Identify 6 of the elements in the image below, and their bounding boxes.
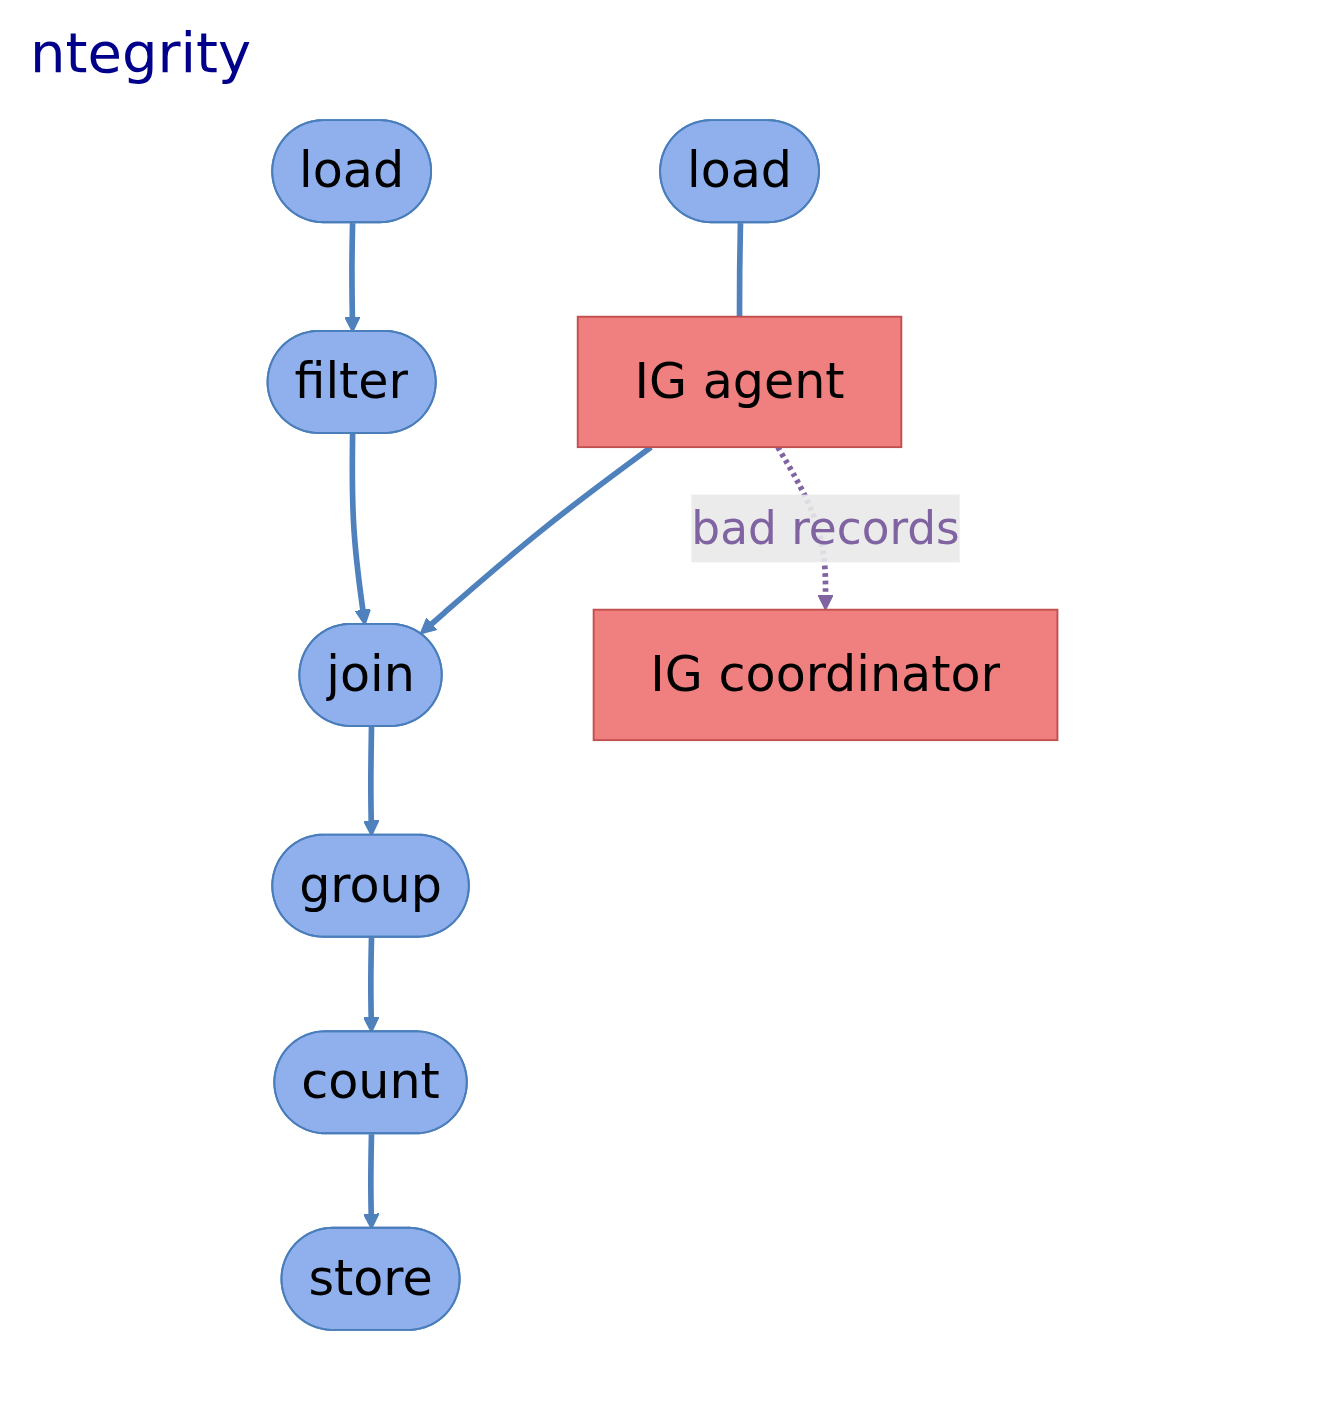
diagram-title: ntegrity bbox=[30, 20, 253, 85]
node-box: IG coordinator bbox=[592, 608, 1059, 742]
connector bbox=[736, 223, 744, 317]
edge-label: bad records bbox=[691, 501, 960, 555]
node-box: IG agent bbox=[576, 315, 903, 449]
arrow bbox=[362, 937, 380, 1033]
